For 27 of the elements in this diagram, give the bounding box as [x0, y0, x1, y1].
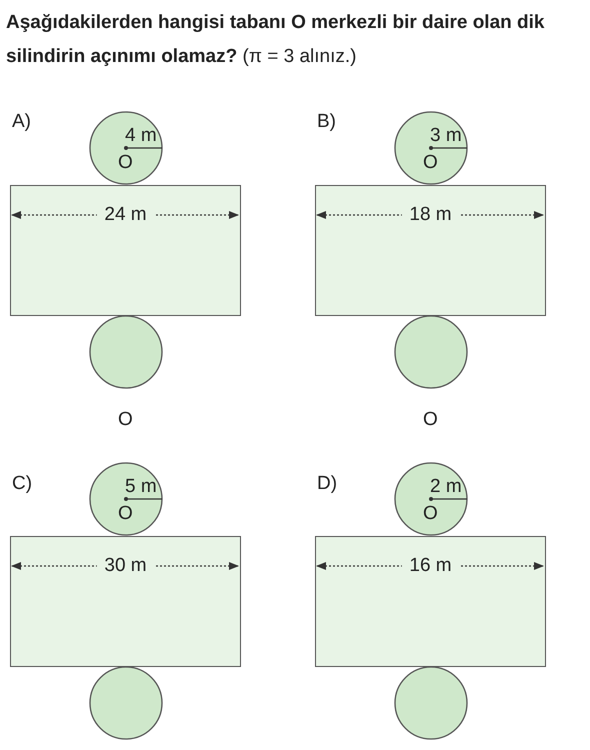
bottom-base-circle: [89, 666, 163, 740]
top-base-circle: [394, 462, 468, 536]
lateral-surface-rectangle: [10, 185, 241, 316]
center-label: O: [423, 504, 438, 524]
bottom-base-circle: [394, 315, 468, 389]
center-label: O: [118, 504, 133, 524]
option-letter: D): [317, 474, 338, 494]
center-label: O: [118, 410, 133, 430]
bottom-base-circle: [89, 315, 163, 389]
option-letter: A): [12, 112, 31, 132]
lateral-surface-rectangle: [315, 185, 546, 316]
top-base-circle: [394, 111, 468, 185]
top-base-circle: [89, 111, 163, 185]
radius-label: 2 m: [430, 477, 462, 497]
radius-label: 3 m: [430, 126, 462, 146]
option-letter: B): [317, 112, 336, 132]
radius-label: 5 m: [125, 477, 157, 497]
radius-label: 4 m: [125, 126, 157, 146]
bottom-base-circle: [394, 666, 468, 740]
center-label: O: [423, 410, 438, 430]
center-label: O: [423, 153, 438, 173]
option-letter: C): [12, 474, 32, 494]
lateral-surface-rectangle: [10, 536, 241, 667]
question-text: Aşağıdakilerden hangisi tabanı O merkezli bir daire olan dik silindirin açınımı olamaz? (π = 3 alınız.): [6, 11, 546, 69]
lateral-surface-rectangle: [315, 536, 546, 667]
center-label: O: [118, 153, 133, 173]
top-base-circle: [89, 462, 163, 536]
